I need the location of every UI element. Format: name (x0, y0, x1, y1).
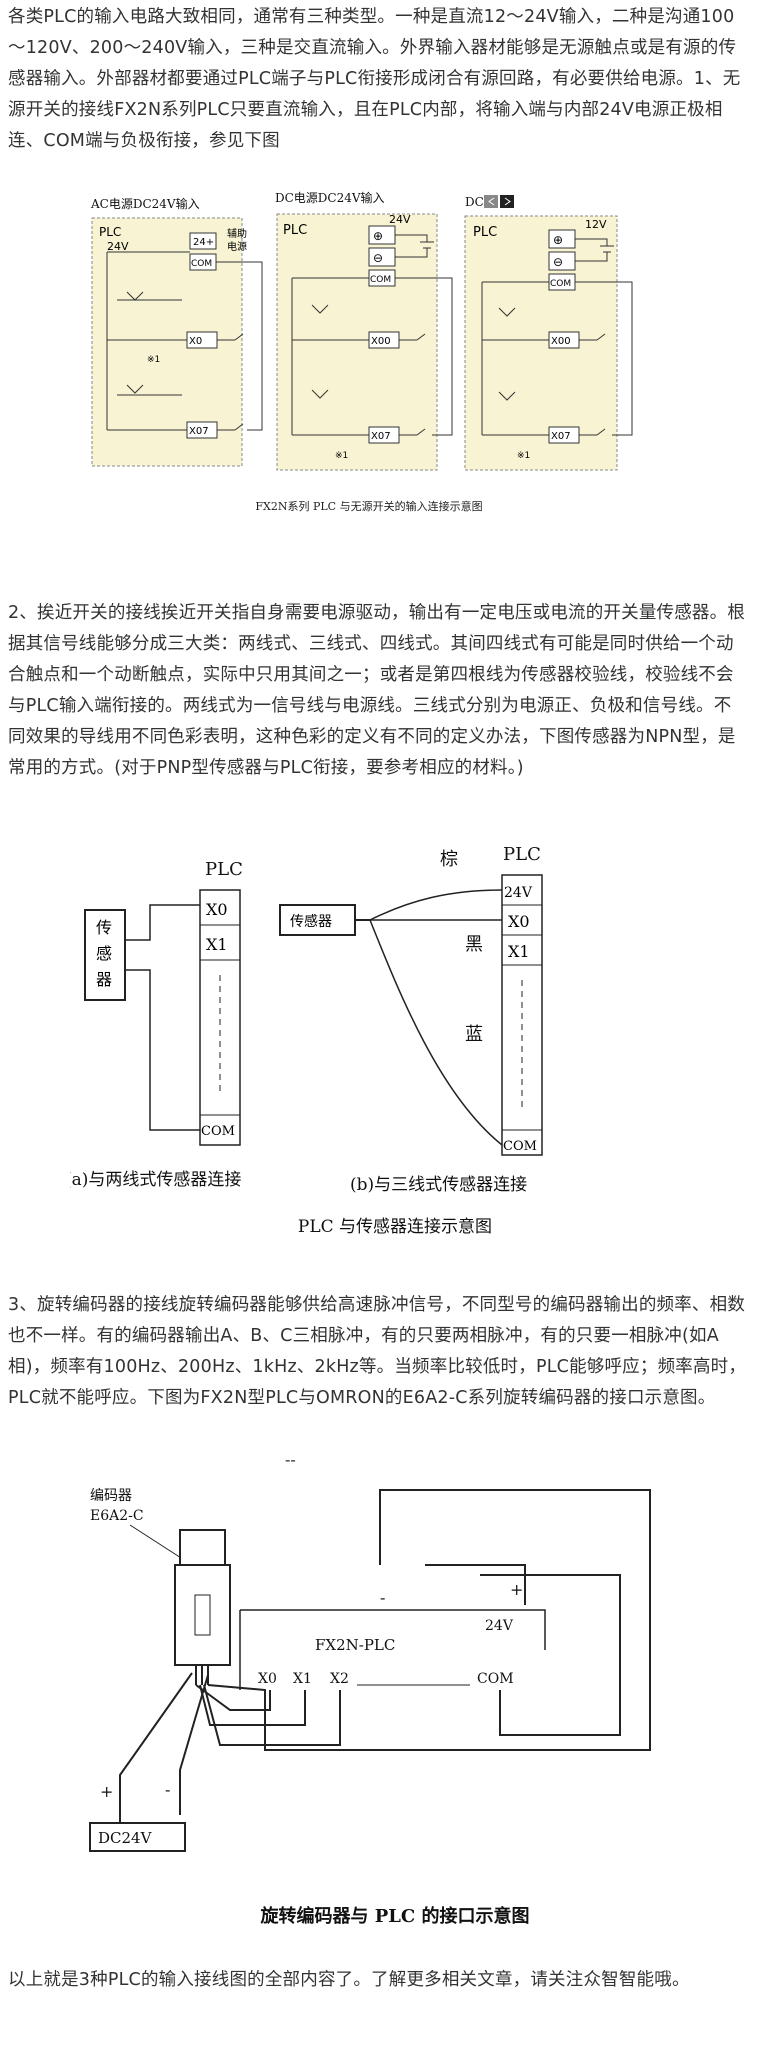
dc-minus: - (165, 1780, 170, 1799)
right-24v: 24V (504, 885, 533, 901)
plc-24v: 24V (485, 1618, 514, 1634)
plc-com: COM (477, 1671, 514, 1687)
wire-black: 黑 (465, 934, 483, 955)
panel-c-x0: X00 (551, 336, 571, 347)
dc-label: DC24V (98, 1829, 153, 1847)
left-x0: X0 (206, 900, 228, 919)
sensor-char-3: 器 (96, 970, 112, 989)
panel-b-minus: ⊖ (373, 251, 383, 265)
left-com: COM (201, 1124, 235, 1139)
panel-c-com: COM (550, 279, 571, 289)
panel-a-plc-box (91, 217, 243, 467)
panel-a-aux2: 电源 (227, 240, 247, 253)
intro-paragraph: 各类PLC的输入电路大致相同，通常有三种类型。一种是直流12～24V输入，二种是… (8, 7, 741, 151)
panel-a-plc-label: PLC (99, 225, 121, 239)
plc-x0: X0 (258, 1671, 277, 1687)
panel-b-com: COM (370, 275, 391, 285)
plc-x1: X1 (293, 1671, 312, 1687)
sensor-char-1: 传 (96, 918, 112, 937)
panel-c-supply: 12V (585, 218, 607, 231)
panel-b-x7: X07 (371, 431, 391, 442)
figure2-caption: PLC 与传感器连接示意图 (297, 1217, 493, 1237)
panel-a-note: ※1 (147, 355, 160, 365)
panel-c-plc-label: PLC (473, 225, 497, 240)
panel-b-plus: ⊕ (373, 229, 383, 243)
panel-a-term24: 24+ (193, 237, 214, 248)
encoder-model: E6A2-C (90, 1508, 144, 1524)
label-a: (a)与两线式传感器连接 (70, 1170, 241, 1190)
passive-switch-figure: AC电源DC24V输入 PLC 24V 24+ 辅助 电源 COM X0 X07… (87, 190, 652, 535)
prev-icon[interactable] (484, 195, 498, 208)
panel-c-title: DC (465, 195, 484, 209)
right-plc-label: PLC (503, 845, 541, 865)
sensor-box-label: 传感器 (290, 913, 332, 930)
plc-model: FX2N-PLC (315, 1636, 395, 1654)
figure3-caption: 旋转编码器与 PLC 的接口示意图 (260, 1906, 530, 1927)
label-b: (b)与三线式传感器连接 (350, 1175, 527, 1195)
minus-top: - (380, 1588, 385, 1607)
panel-b-plc-label: PLC (283, 223, 307, 238)
encoder-interface-figure: -- 编码器 E6A2-C - + 24V FX2N-PLC X0 X1 X2 … (80, 1445, 680, 1855)
proximity-paragraph: 2、挨近开关的接线挨近开关指自身需要电源驱动，输出有一定电压或电流的开关量传感器… (8, 603, 746, 778)
wire-blue: 蓝 (465, 1024, 483, 1045)
right-x0: X0 (508, 912, 530, 931)
panel-a-24v: 24V (107, 240, 129, 253)
plc-x2: X2 (330, 1671, 349, 1687)
left-x1: X1 (206, 935, 228, 954)
sensor-connection-figure: PLC X0 X1 COM 传 感 器 (a)与两线式传感器连接 棕 PLC 2… (70, 845, 680, 1195)
panel-b-plc-box (276, 213, 438, 471)
panel-b-title: DC电源DC24V输入 (275, 190, 385, 205)
panel-c-plus: ⊕ (553, 233, 563, 247)
right-com: COM (503, 1139, 537, 1154)
panel-a-x0: X0 (189, 336, 202, 347)
left-plc-label: PLC (205, 859, 243, 880)
panel-b-note: ※1 (335, 451, 348, 461)
panel-a-com: COM (191, 259, 212, 269)
figure1-caption: FX2N系列 PLC 与无源开关的输入连接示意图 (255, 499, 482, 513)
left-wire-brown: 棕 (440, 849, 458, 870)
plus-top: + (510, 1580, 523, 1599)
sensor-char-2: 感 (96, 944, 112, 963)
closing-paragraph: 以上就是3种PLC的输入接线图的全部内容了。了解更多相关文章，请关注众智智能哦。 (8, 1970, 690, 1990)
panel-a-title: AC电源DC24V输入 (90, 196, 200, 211)
right-x1: X1 (508, 942, 530, 961)
panel-a-aux1: 辅助 (227, 227, 247, 240)
panel-b-supply: 24V (389, 213, 411, 226)
panel-c-note: ※1 (517, 451, 530, 461)
encoder-label: 编码器 (90, 1488, 132, 1504)
panel-a-x7: X07 (189, 426, 209, 437)
encoder-paragraph: 3、旋转编码器的接线旋转编码器能够供给高速脉冲信号，不同型号的编码器输出的频率、… (8, 1295, 747, 1408)
top-mark: -- (285, 1450, 296, 1469)
panel-c-plc-box (464, 215, 618, 471)
panel-c-minus: ⊖ (553, 255, 563, 269)
panel-c-x7: X07 (551, 431, 571, 442)
dc-plus: + (100, 1782, 113, 1801)
panel-b-x0: X00 (371, 336, 391, 347)
next-icon[interactable] (500, 195, 514, 208)
